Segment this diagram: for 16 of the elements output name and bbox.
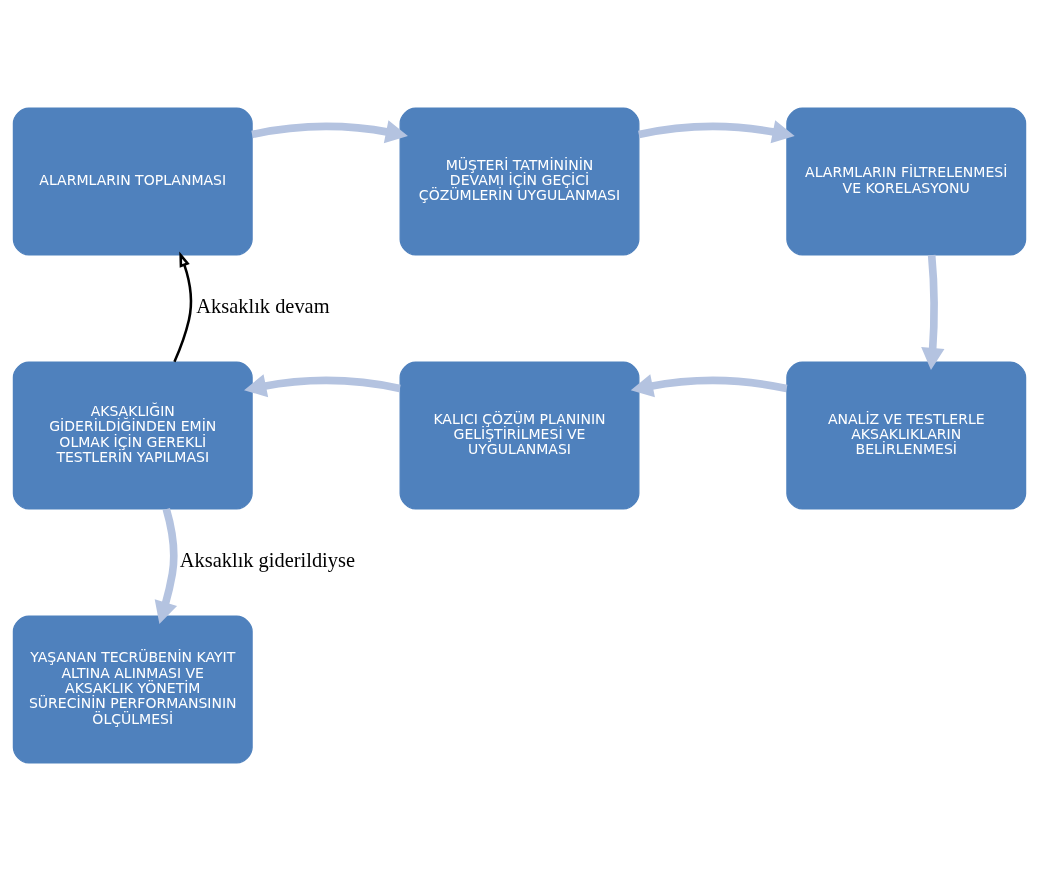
edge-label: Aksaklık devam — [196, 294, 330, 317]
node-box: MÜŞTERİ TATMİNİNİN DEVAMI İÇİN GEÇİCİ ÇÖZÜMLERİN UYGULANMASI — [399, 106, 640, 256]
node-box: YAŞANAN TECRÜBENİN KAYIT ALTINA ALINMASI VE AKSAKLIK YÖNETİM SÜRECİNİN PERFORMANSININ ÖLÇÜLMESİ — [12, 614, 253, 764]
arrow — [921, 254, 945, 370]
node-box: ANALİZ VE TESTLERLE AKSAKLIKLARIN BELİRLENMESİ — [786, 360, 1027, 510]
node-box: ALARMLARIN TOPLANMASI — [12, 106, 253, 256]
arrow — [638, 119, 795, 143]
arrow — [173, 250, 193, 362]
node-box: AKSAKLIĞIN GİDERİLDİĞİNDEN EMİN OLMAK İÇİN GEREKLİ TESTLERİN YAPILMASI — [12, 360, 253, 510]
arrow — [630, 373, 788, 397]
edge-label: Aksaklık giderildiyse — [179, 548, 355, 571]
arrow — [154, 507, 178, 624]
arrow — [244, 373, 401, 397]
arrow — [251, 119, 408, 143]
node-box: KALICI ÇÖZÜM PLANININ GELİŞTİRİLMESİ VE UYGULANMASI — [399, 360, 640, 510]
node-box: ALARMLARIN FİLTRELENMESİ VE KORELASYONU — [786, 106, 1027, 256]
